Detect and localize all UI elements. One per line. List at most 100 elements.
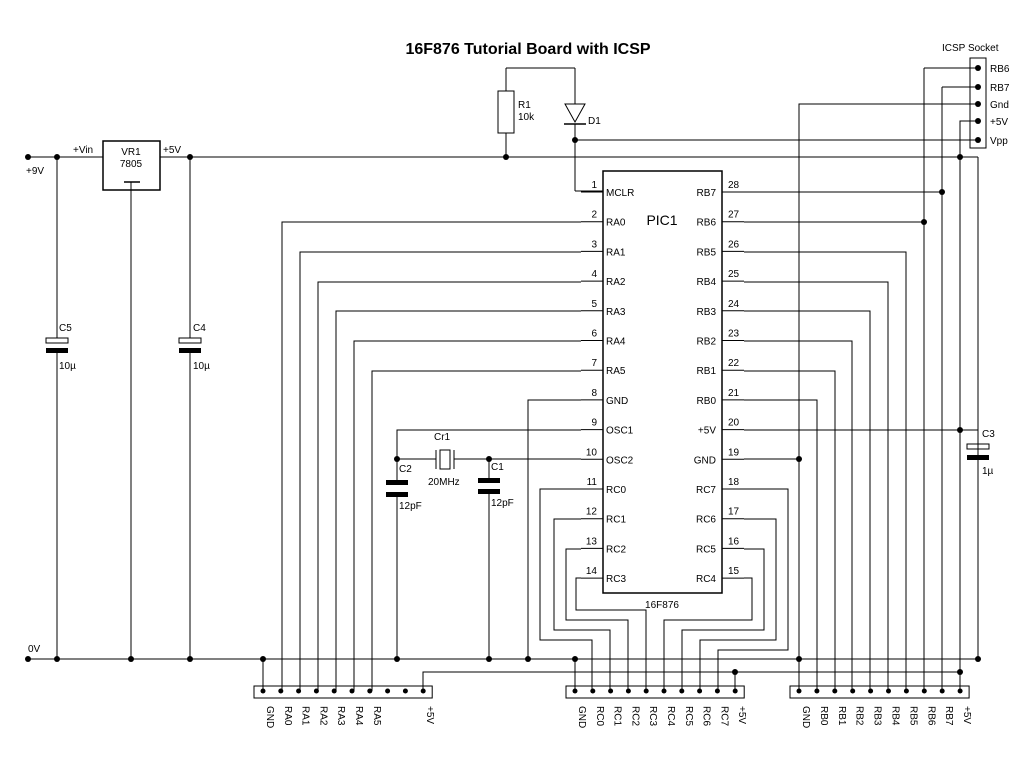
vr1-regulator: [102, 140, 161, 659]
pin-label-left: RC3: [606, 574, 626, 585]
portc-wires: [539, 488, 789, 691]
reg-in-label: +Vin: [73, 145, 93, 156]
pin-label-left: RA4: [606, 337, 626, 348]
icsp-title: ICSP Socket: [942, 43, 999, 54]
pin-number-left: 12: [586, 507, 598, 518]
pin-label-right: RB2: [697, 337, 717, 348]
header-pin-label: RA5: [371, 706, 382, 726]
diagram-title: 16F876 Tutorial Board with ICSP: [405, 41, 650, 58]
d1-ref: D1: [588, 116, 601, 127]
pin-label-left: GND: [606, 396, 628, 407]
pin-number-right: 19: [728, 447, 740, 458]
header-pin-label: RA3: [335, 706, 346, 726]
header-pin-label: RA2: [317, 706, 328, 726]
c4-value: 10µ: [193, 361, 210, 372]
pin-number-right: 21: [728, 388, 740, 399]
pin-label-left: OSC1: [606, 426, 634, 437]
pin-label-left: OSC2: [606, 455, 634, 466]
pin-number-left: 11: [587, 477, 598, 488]
icsp-pin-label: Gnd: [990, 100, 1009, 111]
header-pin-label: RB4: [890, 706, 901, 726]
pin-number-left: 9: [591, 418, 597, 429]
header-pin-label: +5V: [736, 706, 747, 724]
header-pin-label: RB7: [943, 706, 954, 726]
pic1-ref: PIC1: [646, 212, 677, 228]
header-pin-label: GND: [264, 706, 275, 728]
pin-number-left: 2: [591, 210, 597, 221]
header-pin-label: RC2: [629, 706, 640, 726]
c5-capacitor: [45, 157, 69, 659]
pin-number-right: 28: [728, 180, 740, 191]
vin-label: +9V: [26, 166, 44, 177]
header-pin-label: RA4: [353, 706, 364, 726]
pin-label-right: RC4: [696, 574, 716, 585]
c3-ref: C3: [982, 429, 995, 440]
pin-number-right: 22: [728, 358, 740, 369]
pic1-chip: [602, 170, 723, 594]
header-pin-label: RB3: [872, 706, 883, 726]
pin-label-right: RC5: [696, 544, 716, 555]
pin-label-right: RB3: [697, 307, 717, 318]
c1-value: 12pF: [491, 498, 514, 509]
vr1-value: 7805: [120, 159, 143, 170]
pin-number-left: 5: [591, 299, 597, 310]
reg-out-label: +5V: [163, 145, 181, 156]
d1-diode: [564, 68, 978, 192]
c5-ref: C5: [59, 323, 72, 334]
pin-number-right: 27: [728, 210, 740, 221]
header-pin-label: +5V: [424, 706, 435, 724]
pin-label-left: RA0: [606, 218, 626, 229]
pin-number-left: 7: [591, 358, 597, 369]
pin-label-right: RB4: [697, 277, 717, 288]
pin-number-left: 6: [591, 329, 597, 340]
header-pin-label: RC1: [612, 706, 623, 726]
pin-label-right: +5V: [698, 426, 716, 437]
header-pin-label: RC0: [594, 706, 605, 726]
pic1-part: 16F876: [645, 600, 679, 611]
oscillator-circuit: [386, 399, 581, 662]
c5-value: 10µ: [59, 361, 76, 372]
pin-label-right: GND: [694, 455, 716, 466]
r1-resistor: [497, 67, 575, 157]
pin-label-left: RC0: [606, 485, 626, 496]
header-pin-label: RC4: [665, 706, 676, 726]
header-pin-label: RB6: [925, 706, 936, 726]
pin-label-right: RB1: [697, 366, 717, 377]
portb-wires: [744, 67, 978, 691]
pin-label-right: RB6: [697, 218, 717, 229]
header-pin-label: RB0: [818, 706, 829, 726]
header-pin-label: GND: [576, 706, 587, 728]
pin-label-right: RC6: [696, 515, 716, 526]
pin-label-right: RB7: [697, 188, 717, 199]
header-pin-label: +5V: [961, 706, 972, 724]
pin-number-left: 14: [586, 566, 598, 577]
icsp-pin-label: RB7: [990, 83, 1010, 94]
header-pin-label: RA1: [300, 706, 311, 726]
pin-number-left: 3: [591, 239, 597, 250]
pin-number-right: 15: [728, 566, 740, 577]
pin-label-left: RA5: [606, 366, 626, 377]
pin-number-right: 16: [728, 536, 740, 547]
cr1-value: 20MHz: [428, 477, 460, 488]
pin-number-right: 23: [728, 329, 740, 340]
pin-label-right: RB5: [697, 247, 717, 258]
header-pin-label: RB2: [854, 706, 865, 726]
vr1-ref: VR1: [121, 147, 141, 158]
pin-label-left: RA2: [606, 277, 626, 288]
c4-capacitor: [178, 157, 202, 659]
pin-label-left: RC2: [606, 544, 626, 555]
header-pin-label: RC6: [701, 706, 712, 726]
c1-ref: C1: [491, 462, 504, 473]
header-pin-label: GND: [800, 706, 811, 728]
pin-number-left: 8: [591, 388, 597, 399]
pin-label-left: RA3: [606, 307, 626, 318]
c3-value: 1µ: [982, 466, 994, 477]
header-pin-label: RC7: [718, 706, 729, 726]
pin-number-right: 25: [728, 269, 740, 280]
header-pin-label: RC3: [647, 706, 658, 726]
